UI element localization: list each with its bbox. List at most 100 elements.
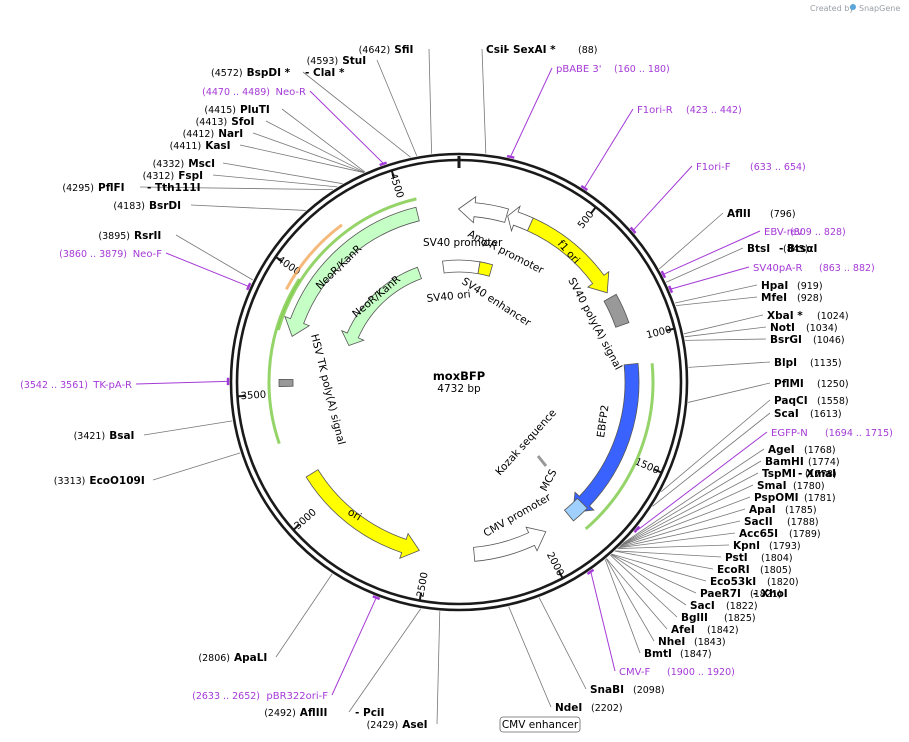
primer-leader-f1ori-f [633, 165, 693, 230]
orf-indicator-0 [276, 197, 417, 331]
site-pos-acc65i: (1789) [789, 529, 821, 540]
site-name-saci: SacI [690, 600, 715, 612]
site-name-noti: NotI [770, 322, 795, 334]
site-pos-saci: (1822) [726, 601, 758, 612]
leader-scai [652, 412, 771, 507]
site-pos-bsrdi: (4183) [113, 201, 145, 212]
site-apali: ApaLI(2806) [198, 652, 267, 664]
site-dash: - [798, 468, 802, 480]
site-name-eco53ki: Eco53kI [710, 576, 756, 588]
tick-label-2500: 2500 [415, 571, 430, 598]
site-pos-bspdi: (4572) [211, 68, 243, 79]
site-pos-bmti: (1847) [680, 649, 712, 660]
site-bspdi: BspDI * (4572) [211, 67, 291, 79]
site-name-nari: NarI [218, 128, 243, 140]
site-pos-xbai: (1024) [817, 311, 849, 322]
site-name-ecori: EcoRI [717, 564, 750, 576]
site-name-kpni: KpnI [733, 540, 760, 552]
feature-arc-f1-ori-0 [526, 217, 610, 294]
credit-prefix: Created by [810, 4, 854, 13]
feature-label-sv40-enhancer: SV40 enhancer [459, 275, 533, 329]
leader-csii [481, 48, 487, 154]
site-ecori: EcoRI(1805) [717, 564, 792, 576]
site-paer7i: PaeR7I(1821) [700, 588, 782, 600]
primer-pos-ebv-rev: (809 .. 828) [790, 227, 846, 238]
site-name-sfii: SfiI [394, 44, 413, 56]
primer-cmv-f: CMV-F(1900 .. 1920) [619, 667, 735, 678]
leader-saci [610, 554, 687, 606]
site-name-nhei: NheI [658, 636, 685, 648]
site-ecoo109i: EcoO109I(3313) [54, 475, 145, 487]
primer-name-neo-f: Neo-F [133, 249, 163, 260]
feature-arc-hsv-tk-poly-a-signal-8 [278, 378, 294, 387]
features [267, 195, 655, 562]
site-pos-rsrii: (3895) [98, 231, 130, 242]
primer-leader-pbr322ori-f [331, 598, 377, 696]
site-name-ecoo109i: EcoO109I [89, 475, 144, 487]
site-pos-paer7i: (1821) [750, 589, 782, 600]
feature-arc-sv40-enhancer-11 [442, 259, 481, 275]
site-pos-bsrgi: (1046) [813, 335, 845, 346]
site-name-snabi: SnaBI [590, 684, 624, 696]
site-kpni: KpnI(1793) [733, 540, 801, 552]
primer-name-ebv-rev: EBV-rev [764, 227, 803, 238]
leader-btsi [666, 247, 744, 283]
site-name-stui: StuI [342, 55, 366, 67]
site-dash: - [355, 707, 359, 719]
feature-label-mcs: MCS [538, 467, 560, 493]
site-name-bspdi: BspDI * [247, 67, 291, 79]
primer-leader-ebv-rev [664, 230, 761, 275]
leader-xbai [683, 314, 764, 335]
leader-sacii [618, 520, 741, 548]
site-name-bsrdi: BsrDI [149, 200, 181, 212]
feature-label-ebfp2: EBFP2 [595, 404, 611, 438]
site-name-xhoi: XhoI [761, 588, 788, 600]
site-pos-msci: (4332) [153, 159, 185, 170]
site-agei: AgeI(1768) [768, 444, 836, 456]
tick-mark-3500 [237, 394, 246, 398]
primer-leader-tk-pa-r [135, 380, 228, 385]
plasmid-length: 4732 bp [437, 383, 481, 395]
site-pos-apai: (1785) [785, 505, 817, 516]
site-pos-afei: (1842) [707, 625, 739, 636]
site-tth111i: -Tth111I [147, 182, 200, 194]
leader-paer7i [611, 553, 697, 594]
site-pos-bglii: (1825) [724, 613, 756, 624]
leader-ndei [508, 606, 552, 708]
leader-mfei [675, 296, 758, 307]
site-name-asei: AseI [402, 719, 427, 731]
site-name-aflii: AflII [727, 208, 751, 220]
primer-leader-sv40pa-r [671, 266, 750, 290]
site-csii: CsiI(88) [486, 44, 598, 56]
site-pos-afliii: (2492) [264, 708, 296, 719]
site-xbai: XbaI *(1024) [767, 310, 849, 322]
leader-nari [252, 132, 365, 173]
backbone-outer-strand [229, 152, 689, 612]
site-pos-pflmi: (1250) [817, 379, 849, 390]
primer-pos-pbabe-3: (160 .. 180) [614, 64, 670, 75]
site-msci: MscI(4332) [153, 158, 215, 170]
site-pos-btsi: (845) [783, 244, 809, 255]
site-noti: NotI(1034) [770, 322, 838, 334]
site-pos-nhei: (1843) [694, 637, 726, 648]
primer-egfp-n: EGFP-N(1694 .. 1715) [771, 428, 893, 439]
site-sacii: SacII(1788) [744, 516, 819, 528]
site-name-apai: ApaI [749, 504, 776, 516]
leader-kasi [239, 144, 364, 173]
site-name-bsrgi: BsrGI [770, 334, 802, 346]
site-name-fspi: FspI [178, 170, 203, 182]
site-scai: ScaI(1613) [774, 408, 842, 420]
site-pos-ecoo109i: (3313) [54, 476, 86, 487]
leader-afei [606, 558, 668, 630]
restriction-site-labels: CsiI(88)AflII(796)BtsI(845)HpaI(919)MfeI… [54, 44, 849, 731]
tick-mark-1000 [666, 327, 675, 332]
primer-name-pbr322ori-f: pBR322ori-F [266, 691, 328, 702]
site-name-afei: AfeI [671, 624, 695, 636]
site-pflmi: PflMI(1250) [774, 378, 849, 390]
leader-sfii [428, 48, 432, 154]
orf-indicator-2 [584, 363, 655, 531]
primer-mark-neo-r [379, 161, 388, 167]
primer-name-f1ori-f: F1ori-F [696, 162, 731, 173]
primer-name-tk-pa-r: TK-pA-R [92, 380, 132, 391]
